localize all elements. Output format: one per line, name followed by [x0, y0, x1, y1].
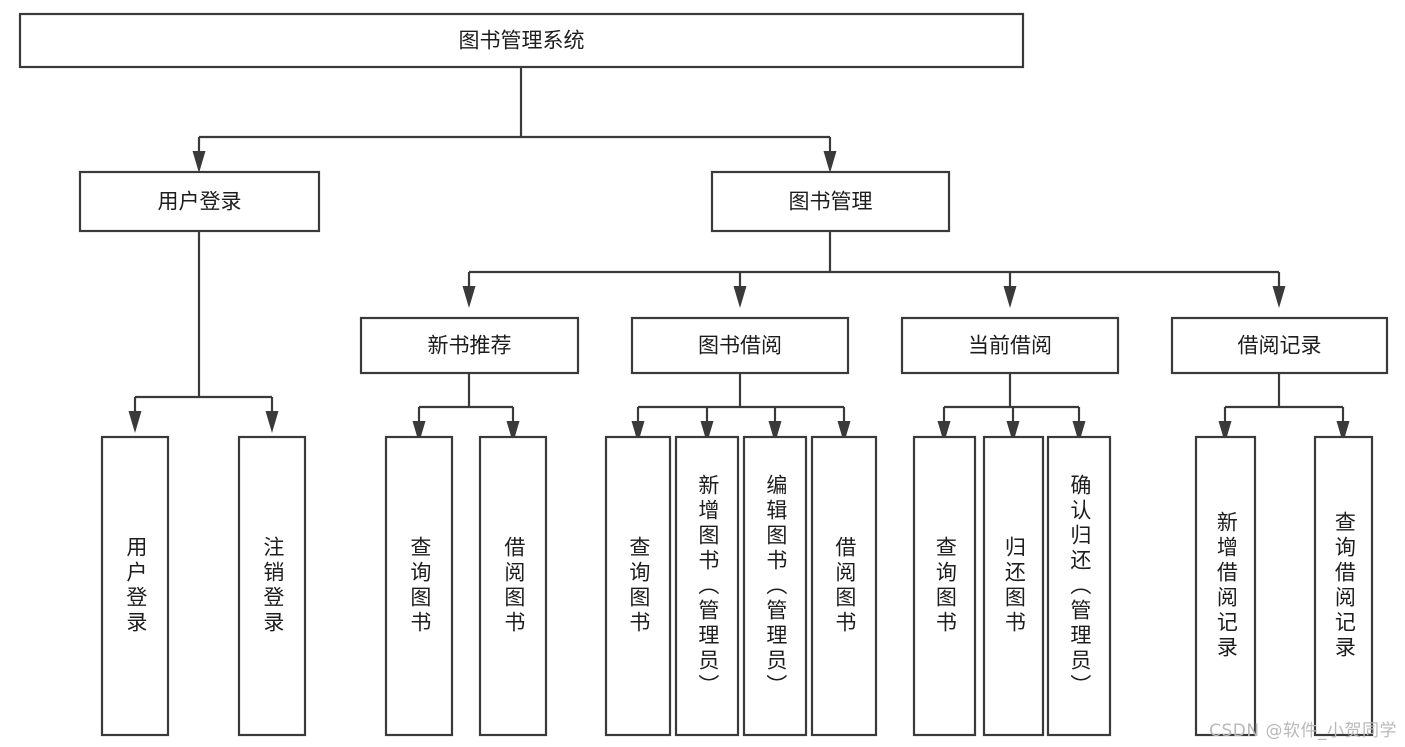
arrow-head-icon	[1003, 286, 1017, 308]
root-node-0[interactable]: 图书管理系统	[18, 12, 1025, 69]
leaf-node-rect[interactable]	[478, 435, 548, 737]
arrow-head-icon	[768, 421, 782, 443]
level3-node-label: 当前借阅	[968, 334, 1052, 358]
level2-node-label: 图书管理	[789, 190, 873, 214]
arrow-head-icon	[700, 421, 714, 443]
leaf-node-rect[interactable]	[237, 435, 307, 737]
leaf-node-7[interactable]	[810, 435, 878, 737]
arrow-head-icon	[412, 421, 426, 443]
level3-node-rect[interactable]	[900, 316, 1120, 375]
leaf-node-5[interactable]	[674, 435, 740, 737]
level3-node-label: 新书推荐	[428, 334, 512, 358]
arrow-head-icon	[192, 151, 206, 173]
leaf-node-4[interactable]	[604, 435, 672, 737]
level3-node-rect[interactable]	[630, 316, 850, 375]
arrow-head-icon	[1336, 421, 1350, 443]
level2-node-0[interactable]: 用户登录	[78, 170, 321, 233]
leaf-node-rect[interactable]	[810, 435, 878, 737]
arrow-head-icon	[128, 411, 142, 433]
level2-node-rect[interactable]	[710, 170, 951, 233]
leaf-node-1[interactable]	[237, 435, 307, 737]
leaf-node-rect[interactable]	[384, 435, 454, 737]
leaf-node-0[interactable]	[100, 435, 170, 737]
connector-current-borrow-to-leaves	[937, 373, 1086, 443]
watermark-text: CSDN @软件_小贺同学	[1209, 721, 1397, 741]
level3-node-3[interactable]: 借阅记录	[1170, 316, 1389, 375]
leaf-node-rect[interactable]	[100, 435, 170, 737]
level3-node-1[interactable]: 图书借阅	[630, 316, 850, 375]
root-node-rect[interactable]	[18, 12, 1025, 69]
level3-node-0[interactable]: 新书推荐	[359, 316, 580, 375]
leaf-node-2[interactable]	[384, 435, 454, 737]
arrow-head-icon	[462, 286, 476, 308]
connector-records-to-leaves	[1218, 373, 1350, 443]
leaf-node-rect[interactable]	[912, 435, 977, 737]
arrow-head-icon	[265, 411, 279, 433]
connector-root-to-level2	[192, 67, 837, 173]
arrow-head-icon	[506, 421, 520, 443]
arrow-head-icon	[1006, 421, 1020, 443]
connector-user-login-to-leaves	[128, 231, 279, 433]
leaf-node-rect[interactable]	[1194, 435, 1257, 737]
arrow-head-icon	[837, 421, 851, 443]
arrow-head-icon	[937, 421, 951, 443]
arrow-head-icon	[631, 421, 645, 443]
level2-node-1[interactable]: 图书管理	[710, 170, 951, 233]
arrow-head-icon	[1218, 421, 1232, 443]
level3-node-rect[interactable]	[1170, 316, 1389, 375]
leaf-node-12[interactable]	[1313, 435, 1374, 737]
leaf-node-rect[interactable]	[742, 435, 808, 737]
leaf-node-11[interactable]	[1194, 435, 1257, 737]
arrow-head-icon	[733, 286, 747, 308]
leaf-node-rect[interactable]	[1046, 435, 1112, 737]
root-node-label: 图书管理系统	[459, 29, 585, 53]
connector-borrow-to-leaves	[631, 373, 851, 443]
leaf-node-rect[interactable]	[674, 435, 740, 737]
arrow-head-icon	[1072, 421, 1086, 443]
connector-new-book-to-leaves	[412, 373, 520, 443]
leaf-node-6[interactable]	[742, 435, 808, 737]
level2-node-label: 用户登录	[158, 190, 242, 214]
level3-node-rect[interactable]	[359, 316, 580, 375]
leaf-node-3[interactable]	[478, 435, 548, 737]
level3-node-label: 借阅记录	[1238, 334, 1322, 358]
level3-node-2[interactable]: 当前借阅	[900, 316, 1120, 375]
leaf-node-rect[interactable]	[982, 435, 1045, 737]
leaf-node-rect[interactable]	[1313, 435, 1374, 737]
leaf-node-9[interactable]	[982, 435, 1045, 737]
leaf-node-10[interactable]	[1046, 435, 1112, 737]
level2-node-rect[interactable]	[78, 170, 321, 233]
level3-node-label: 图书借阅	[698, 334, 782, 358]
leaf-node-8[interactable]	[912, 435, 977, 737]
connector-book-mgmt-to-level3	[462, 231, 1286, 308]
arrow-head-icon	[1272, 286, 1286, 308]
leaf-node-rect[interactable]	[604, 435, 672, 737]
arrow-head-icon	[823, 151, 837, 173]
